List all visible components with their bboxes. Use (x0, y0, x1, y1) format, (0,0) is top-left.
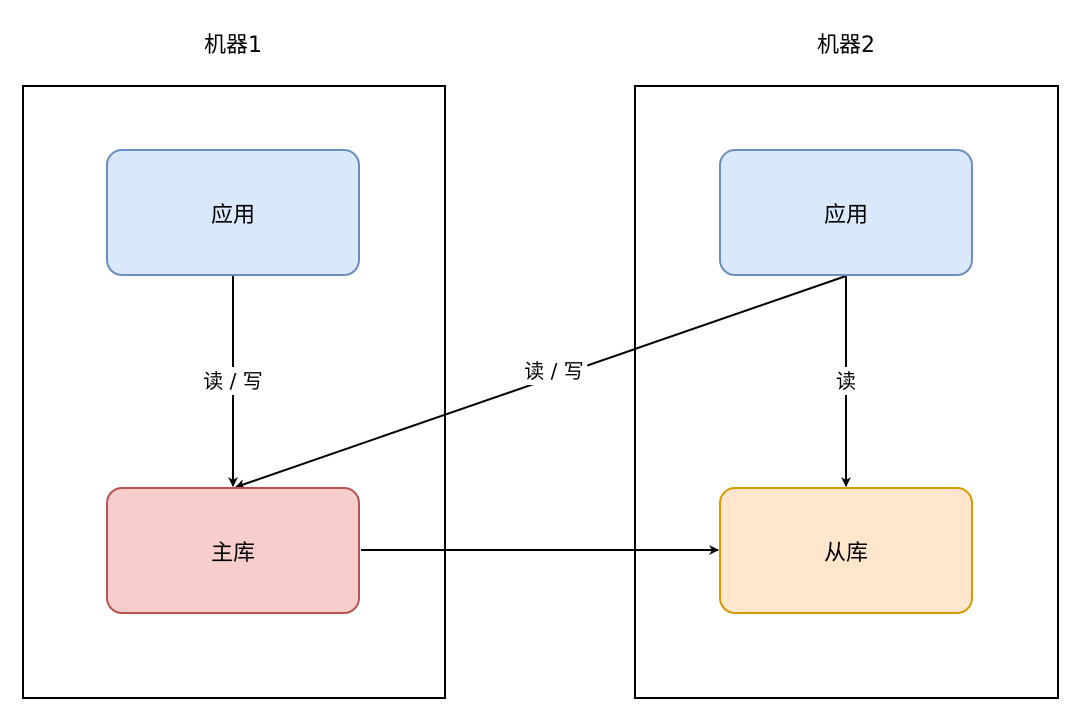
app-node-2-label: 应用 (823, 202, 868, 228)
app-node-1-label: 应用 (210, 202, 255, 228)
machine-1-title: 机器1 (204, 33, 262, 58)
edge-label-app2-to-master: 读 / 写 (520, 357, 588, 385)
app-node-2: 应用 (719, 149, 973, 276)
slave-db-node: 从库 (719, 487, 973, 614)
edge-label-app1-to-master: 读 / 写 (199, 367, 267, 395)
app-node-1: 应用 (106, 149, 360, 276)
edge-label-app2-to-slave: 读 (832, 367, 860, 395)
machine-2-title: 机器2 (817, 33, 875, 58)
master-db-node: 主库 (106, 487, 360, 614)
slave-db-label: 从库 (823, 540, 868, 566)
master-db-label: 主库 (210, 540, 255, 566)
